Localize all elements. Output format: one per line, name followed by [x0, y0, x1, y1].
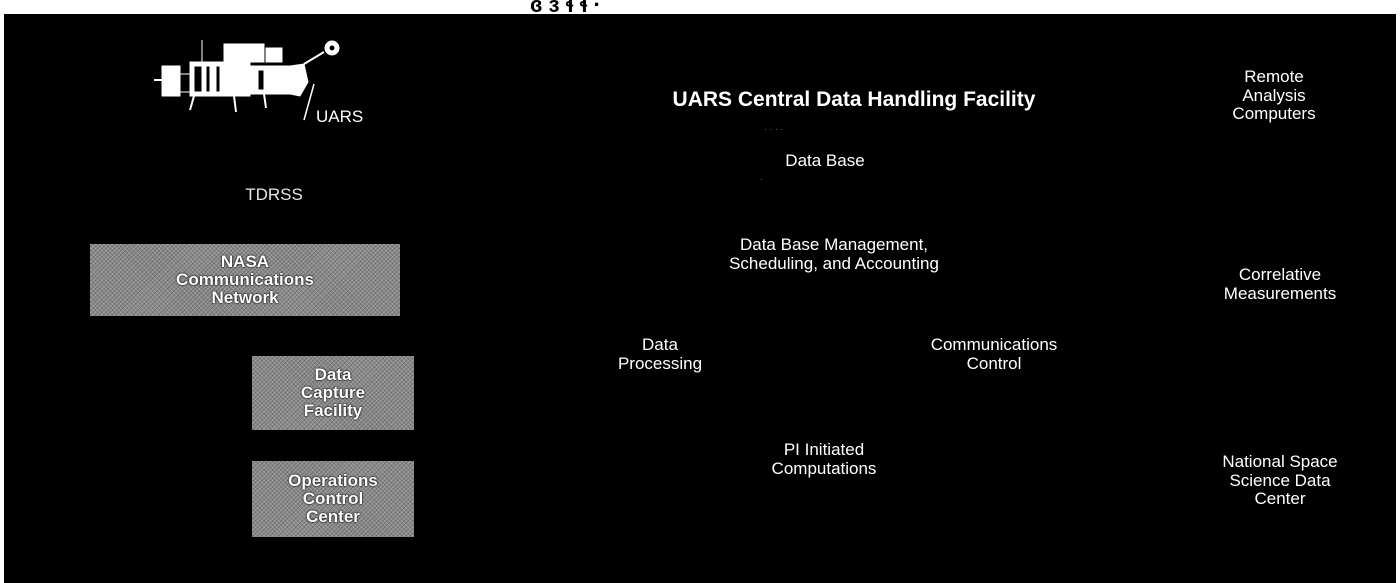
data-base-label: Data Base: [785, 151, 865, 170]
nasa-network-label: NASA Communications Network: [176, 252, 314, 307]
correlative-measurements-label: Correlative Measurements: [1223, 265, 1337, 303]
nasa-communications-network-box: NASA Communications Network: [90, 244, 400, 316]
cropped-top-text: ɞ ɜ ɬ ɬ ·: [530, 0, 601, 17]
nssdc-label: National Space Science Data Center: [1222, 452, 1338, 509]
pi-computations-label: PI Initiated Computations: [771, 440, 877, 478]
satellite-icon: [154, 40, 340, 121]
occ-label: Operations Control Center: [288, 471, 378, 526]
data-base-top-mark: · · · ·: [764, 124, 784, 134]
data-capture-label: Data Capture Facility: [300, 365, 366, 420]
communications-control-label: Communications Control: [930, 335, 1058, 373]
central-facility-title: UARS Central Data Handling Facility: [672, 88, 1036, 111]
data-base-bottom-mark: ·: [760, 174, 763, 184]
diagram-panel: UARS TDRSS NASA Communications Network D…: [4, 14, 1396, 583]
remote-analysis-label: Remote Analysis Computers: [1232, 67, 1316, 124]
dbm-label: Data Base Management, Scheduling, and Ac…: [729, 235, 939, 273]
tdrss-label: TDRSS: [245, 185, 303, 204]
operations-control-center-box: Operations Control Center: [252, 461, 414, 537]
data-capture-facility-box: Data Capture Facility: [252, 356, 414, 430]
data-processing-label: Data Processing: [617, 335, 703, 373]
uars-label: UARS: [316, 107, 364, 126]
